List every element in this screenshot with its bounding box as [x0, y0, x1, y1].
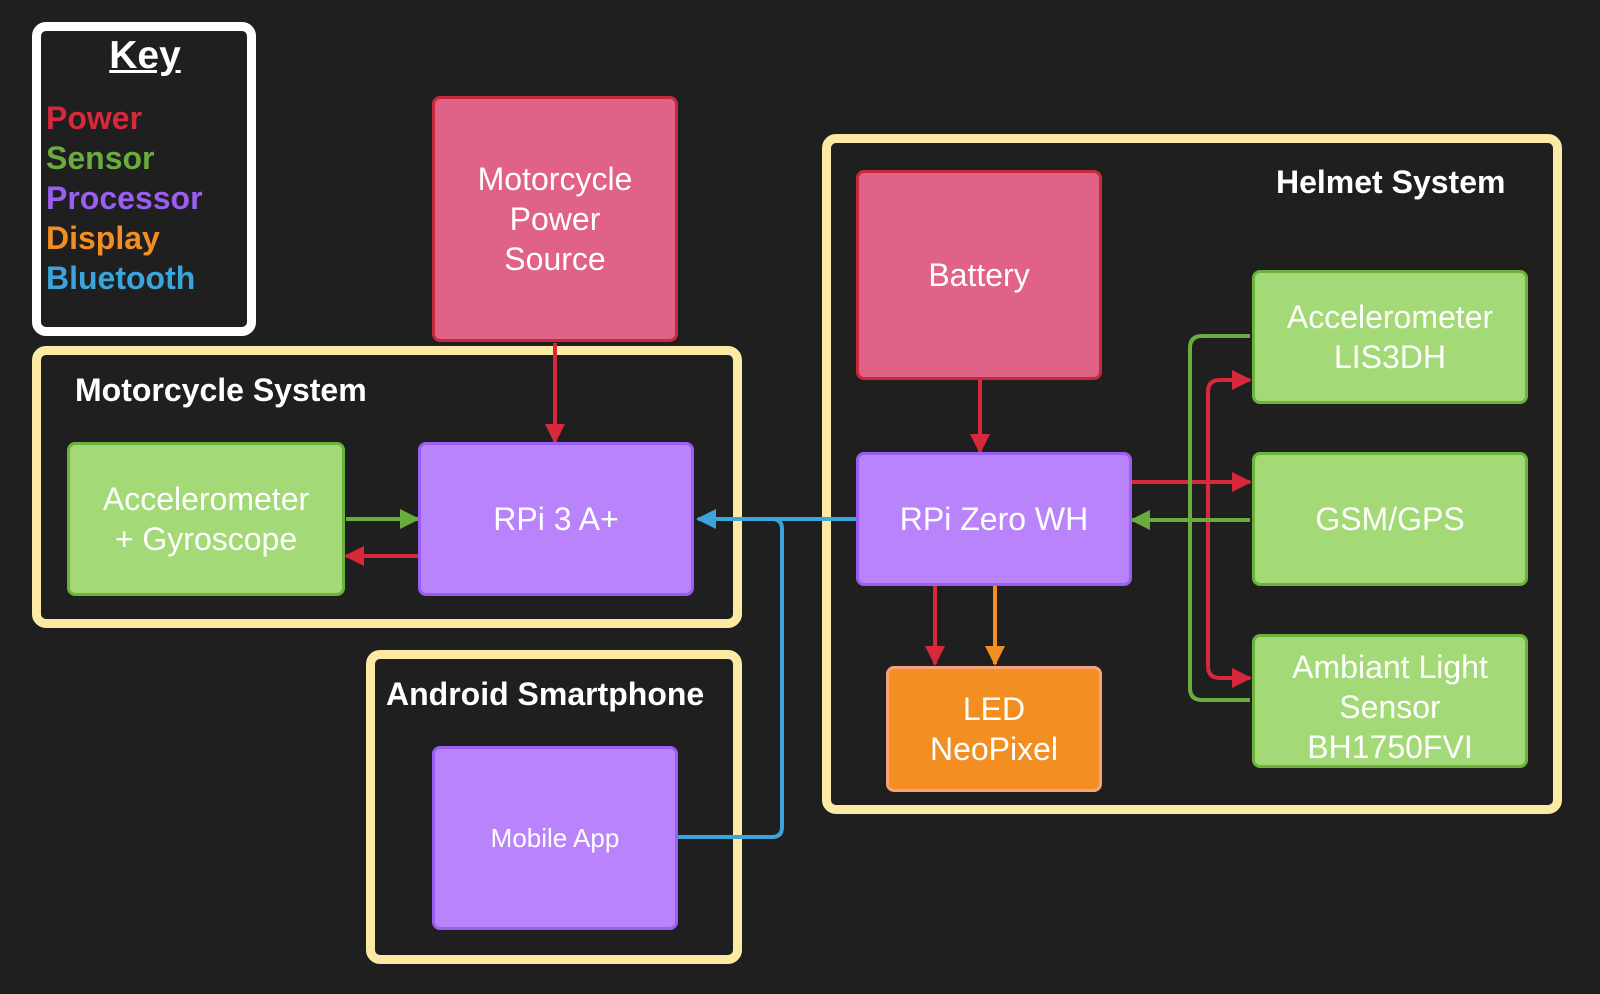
- key-title: Key: [109, 34, 181, 77]
- wire-rpi-zero-to-lis3dh: [1206, 370, 1252, 482]
- android-smartphone-group: [366, 650, 742, 964]
- key-item-power: Power: [46, 100, 143, 136]
- rpi3-box: RPi 3 A+: [418, 442, 694, 596]
- mobile-app-label: Mobile App: [490, 823, 620, 853]
- android-smartphone-title: Android Smartphone: [386, 676, 705, 712]
- accelerometer-lis3dh-label: Accelerometer LIS3DH: [1286, 299, 1494, 375]
- led-neopixel-box: LED NeoPixel: [886, 666, 1102, 792]
- mobile-app-box: Mobile App: [432, 746, 678, 930]
- motorcycle-power-source-box: Motorcycle Power Source: [432, 96, 678, 342]
- helmet-system-title: Helmet System: [1276, 164, 1506, 200]
- motorcycle-system-title: Motorcycle System: [75, 372, 367, 408]
- ambient-light-sensor-label: Ambiant Light Sensor BH1750FVI: [1292, 649, 1488, 765]
- wire-light-to-rpi-zero: [1188, 520, 1250, 702]
- wire-mobile-app-to-rpi3: [678, 517, 784, 839]
- wire-lis3dh-to-rpi-zero: [1188, 334, 1250, 520]
- led-neopixel-label: LED NeoPixel: [929, 691, 1059, 767]
- key-item-bluetooth: Bluetooth: [46, 260, 196, 296]
- battery-box: Battery: [856, 170, 1102, 380]
- key-item-sensor: Sensor: [46, 140, 155, 176]
- ambient-light-sensor-box: Ambiant Light Sensor BH1750FVI: [1252, 634, 1528, 768]
- key-item-processor: Processor: [46, 180, 203, 216]
- motorcycle-power-source-label: Motorcycle Power Source: [477, 161, 633, 277]
- helmet-system-group: [822, 134, 1562, 814]
- motorcycle-system-group: [32, 346, 742, 628]
- battery-label: Battery: [928, 257, 1030, 293]
- accelerometer-gyroscope-label: Accelerometer + Gyroscope: [102, 481, 310, 557]
- rpi-zero-wh-box: RPi Zero WH: [856, 452, 1132, 586]
- gsm-gps-label: GSM/GPS: [1315, 501, 1465, 537]
- wire-rpi-zero-to-light: [1206, 482, 1252, 688]
- accelerometer-gyroscope-box: Accelerometer + Gyroscope: [67, 442, 345, 596]
- key-item-display: Display: [46, 220, 160, 256]
- accelerometer-lis3dh-box: Accelerometer LIS3DH: [1252, 270, 1528, 404]
- gsm-gps-box: GSM/GPS: [1252, 452, 1528, 586]
- rpi3-label: RPi 3 A+: [493, 501, 619, 537]
- rpi-zero-wh-label: RPi Zero WH: [899, 501, 1089, 537]
- key-legend: [32, 22, 256, 336]
